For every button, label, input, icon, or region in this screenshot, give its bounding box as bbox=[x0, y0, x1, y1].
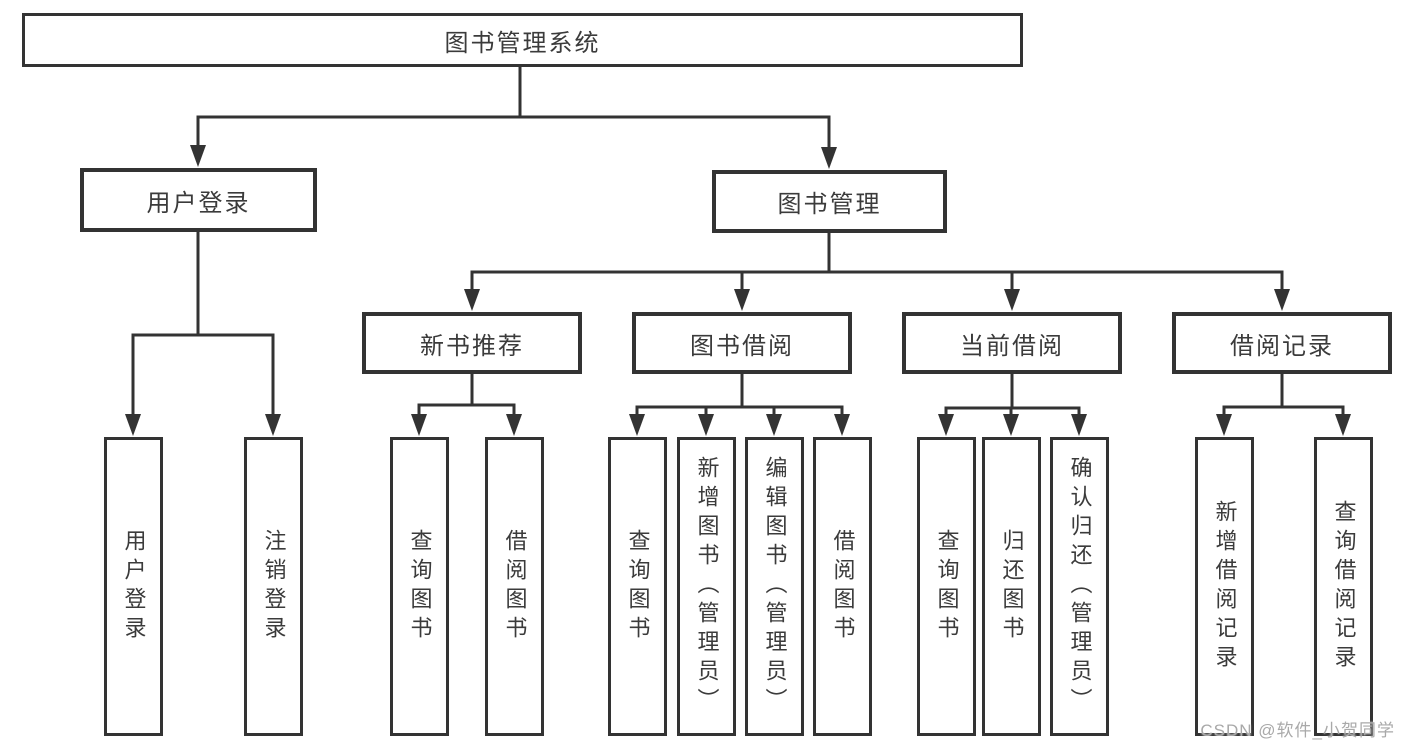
leaf-add-borrow-record-label: 新增借阅记录 bbox=[1212, 499, 1238, 674]
leaf-query-book-borrow: 查询图书 bbox=[608, 437, 667, 736]
node-book-borrow-label: 图书借阅 bbox=[690, 332, 794, 360]
arrow-head bbox=[506, 414, 522, 436]
arrow-head bbox=[821, 147, 837, 169]
arrow-head bbox=[1071, 414, 1087, 436]
leaf-return-book: 归还图书 bbox=[982, 437, 1041, 736]
leaf-borrow-book-recommend: 借阅图书 bbox=[485, 437, 544, 736]
leaf-edit-book-admin-label: 编辑图书（管理员） bbox=[762, 456, 788, 717]
node-new-book-recommend-label: 新书推荐 bbox=[420, 332, 524, 360]
leaf-query-book-current-label: 查询图书 bbox=[934, 528, 960, 645]
arrow-head bbox=[734, 289, 750, 311]
arrow-head bbox=[1004, 289, 1020, 311]
node-borrow-records-label: 借阅记录 bbox=[1230, 332, 1334, 360]
leaf-logout: 注销登录 bbox=[244, 437, 303, 736]
leaf-query-borrow-record-label: 查询借阅记录 bbox=[1331, 499, 1357, 674]
arrow-head bbox=[1216, 414, 1232, 436]
leaf-borrow-book: 借阅图书 bbox=[813, 437, 872, 736]
leaf-query-book-borrow-label: 查询图书 bbox=[625, 528, 651, 645]
node-borrow-records: 借阅记录 bbox=[1172, 312, 1392, 374]
node-current-borrow: 当前借阅 bbox=[902, 312, 1122, 374]
arrow-head bbox=[938, 414, 954, 436]
node-user-login-label: 用户登录 bbox=[146, 189, 251, 217]
node-new-book-recommend: 新书推荐 bbox=[362, 312, 582, 374]
node-root: 图书管理系统 bbox=[22, 13, 1023, 67]
arrow-head bbox=[766, 414, 782, 436]
leaf-add-book-admin-label: 新增图书（管理员） bbox=[694, 456, 720, 717]
node-book-management-label: 图书管理 bbox=[777, 191, 882, 218]
arrow-head bbox=[1335, 414, 1351, 436]
node-book-borrow: 图书借阅 bbox=[632, 312, 852, 374]
arrow-head bbox=[265, 414, 281, 436]
arrow-head bbox=[1274, 289, 1290, 311]
leaf-borrow-book-recommend-label: 借阅图书 bbox=[502, 528, 528, 645]
leaf-edit-book-admin: 编辑图书（管理员） bbox=[745, 437, 804, 736]
leaf-user-login: 用户登录 bbox=[104, 437, 163, 736]
leaf-query-book-recommend: 查询图书 bbox=[390, 437, 449, 736]
arrow-head bbox=[698, 414, 714, 436]
arrow-head bbox=[125, 414, 141, 436]
arrow-head bbox=[629, 414, 645, 436]
node-book-management: 图书管理 bbox=[712, 170, 947, 233]
arrow-head bbox=[834, 414, 850, 436]
leaf-confirm-return-admin-label: 确认归还（管理员） bbox=[1067, 456, 1093, 717]
node-user-login: 用户登录 bbox=[80, 168, 317, 232]
leaf-add-borrow-record: 新增借阅记录 bbox=[1195, 437, 1254, 736]
watermark: CSDN @软件_小贺同学 bbox=[1200, 721, 1395, 740]
leaf-confirm-return-admin: 确认归还（管理员） bbox=[1050, 437, 1109, 736]
leaf-query-book-recommend-label: 查询图书 bbox=[407, 528, 433, 645]
leaf-query-borrow-record: 查询借阅记录 bbox=[1314, 437, 1373, 736]
leaf-add-book-admin: 新增图书（管理员） bbox=[677, 437, 736, 736]
leaf-user-login-label: 用户登录 bbox=[121, 528, 147, 645]
leaf-logout-label: 注销登录 bbox=[261, 528, 287, 645]
leaf-return-book-label: 归还图书 bbox=[999, 528, 1025, 645]
arrow-head bbox=[411, 414, 427, 436]
arrow-head bbox=[190, 145, 206, 167]
leaf-borrow-book-label: 借阅图书 bbox=[830, 528, 856, 645]
leaf-query-book-current: 查询图书 bbox=[917, 437, 976, 736]
arrow-head bbox=[1003, 414, 1019, 436]
arrow-head bbox=[464, 289, 480, 311]
node-root-label: 图书管理系统 bbox=[444, 29, 601, 57]
connector-lines bbox=[131, 67, 1345, 418]
node-current-borrow-label: 当前借阅 bbox=[960, 332, 1064, 360]
